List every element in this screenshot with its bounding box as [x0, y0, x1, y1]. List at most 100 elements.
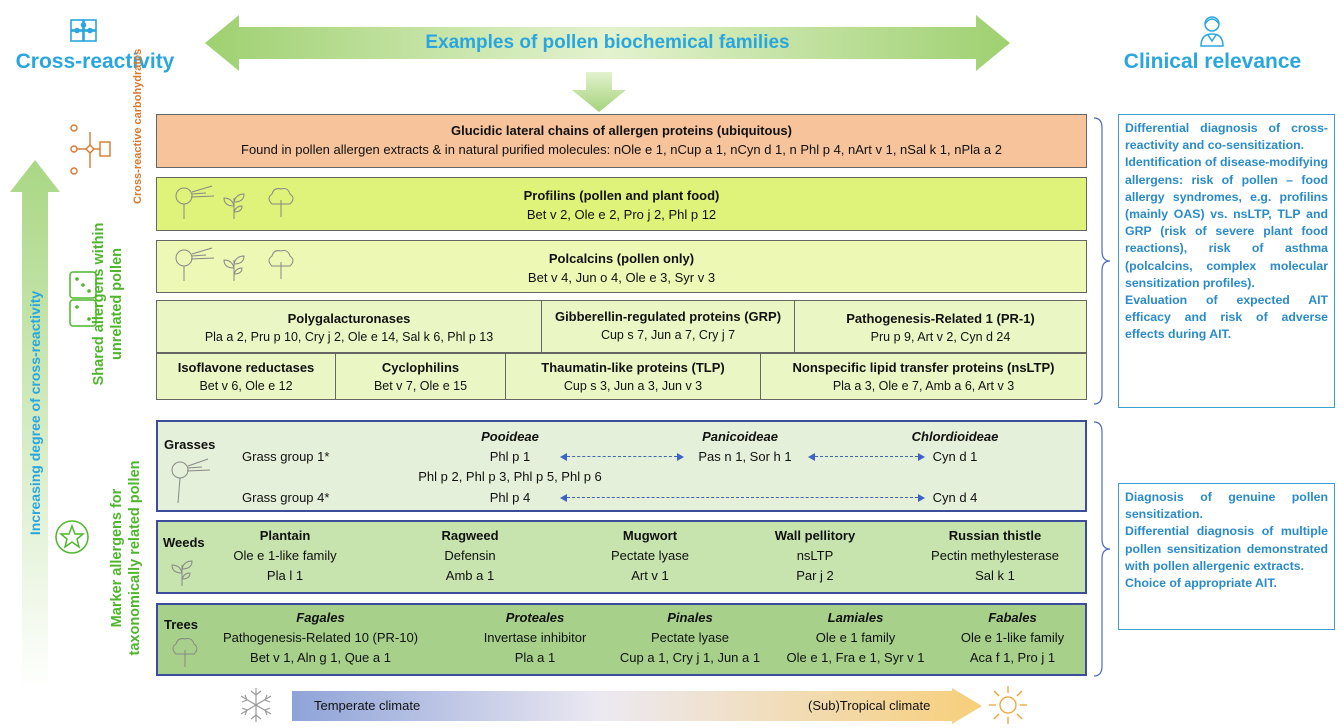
weed-allergen: Art v 1 — [631, 568, 669, 583]
dice-icon — [68, 270, 98, 328]
marker-section-label-2: taxonomically related pollen — [127, 460, 143, 656]
climate-left-label: Temperate climate — [314, 698, 421, 713]
polygalacturonases-cell: Polygalacturonases Pla a 2, Pru p 10, Cr… — [156, 300, 542, 353]
weed-family: Defensin — [444, 548, 496, 563]
climate-right-label: (Sub)Tropical climate — [808, 698, 931, 713]
cyclophilins-cell: Cyclophilins Bet v 7, Ole e 15 — [335, 353, 506, 400]
polcalcins-title: Polcalcins (pollen only) — [548, 251, 695, 266]
arrow-right — [918, 453, 925, 461]
cyn-d1: Cyn d 1 — [932, 449, 978, 464]
polcalcins-text: Bet v 4, Jun o 4, Ole e 3, Syr v 3 — [527, 270, 716, 285]
profilins-text: Bet v 2, Ole e 2, Pro j 2, Phl p 12 — [526, 207, 717, 222]
tree-col-fagales: Fagales Pathogenesis-Related 10 (PR-10) … — [208, 609, 433, 666]
tree-order: Pinales — [667, 610, 713, 625]
clinical-item: Diagnosis of genuine pollen sensitizatio… — [1125, 490, 1328, 522]
weed-allergen: Amb a 1 — [445, 568, 495, 583]
dandelion-icon — [168, 456, 212, 504]
tree-allergen: Cup a 1, Cry j 1, Jun a 1 — [619, 650, 761, 665]
polygal-title: Polygalacturonases — [287, 311, 411, 326]
nsltp-cell: Nonspecific lipid transfer proteins (nsL… — [760, 353, 1087, 400]
tree-family: Invertase inhibitor — [483, 630, 587, 645]
clinical-item: Choice of appropriate AIT. — [1125, 576, 1277, 591]
weed-allergen: Pla l 1 — [266, 568, 304, 583]
carb-row: Glucidic lateral chains of allergen prot… — [156, 114, 1087, 168]
sun-icon — [988, 684, 1028, 726]
grasses-label: Grasses — [164, 437, 216, 452]
weed-name: Wall pellitory — [774, 528, 856, 543]
down-arrow — [572, 72, 626, 112]
tree-family: Pectate lyase — [650, 630, 730, 645]
marker-section-label-1: Marker allergens for — [109, 488, 125, 628]
polygal-text: Pla a 2, Pru p 10, Cry j 2, Ole e 14, Sa… — [204, 330, 494, 344]
tree-allergen: Ole e 1, Fra e 1, Syr v 1 — [786, 650, 925, 665]
tlp-title: Thaumatin-like proteins (TLP) — [541, 360, 725, 375]
climate-arrow — [292, 688, 982, 724]
arrow-left — [808, 453, 815, 461]
puzzle-icon — [68, 16, 100, 46]
pr1-cell: Pathogenesis-Related 1 (PR-1) Pru p 9, A… — [794, 300, 1087, 353]
brace-top — [1092, 116, 1112, 406]
tree-col-pinales: Pinales Pectate lyase Cup a 1, Cry j 1, … — [605, 609, 775, 666]
weed-col-mugwort: Mugwort Pectate lyase Art v 1 — [575, 527, 725, 584]
sprout-icon — [222, 188, 246, 220]
weed-allergen: Sal k 1 — [975, 568, 1015, 583]
grass-group4-label: Grass group 4* — [242, 490, 330, 505]
pas-sor: Pas n 1, Sor h 1 — [698, 449, 792, 464]
arrow-left — [560, 453, 567, 461]
doctor-icon — [1199, 14, 1225, 48]
clinical-item: Evaluation of expected AIT efficacy and … — [1125, 293, 1328, 342]
tree-family: Ole e 1-like family — [960, 630, 1065, 645]
phl-p1: Phl p 1 — [489, 449, 531, 464]
molecule-icon — [66, 122, 114, 178]
snowflake-icon — [238, 686, 274, 724]
isoflavone-title: Isoflavone reductases — [177, 360, 315, 375]
phl-mid: Phl p 2, Phl p 3, Phl p 5, Phl p 6 — [418, 469, 602, 484]
tlp-text: Cup s 3, Jun a 3, Jun v 3 — [563, 379, 703, 393]
sprout-icon — [170, 555, 194, 587]
grasses-box — [156, 420, 1087, 512]
dandelion-icon — [172, 246, 216, 282]
grp-text: Cup s 7, Jun a 7, Cry j 7 — [600, 328, 736, 342]
weed-allergen: Par j 2 — [796, 568, 834, 583]
weed-col-russian-thistle: Russian thistle Pectin methylesterase Sa… — [905, 527, 1085, 584]
weed-name: Ragweed — [441, 528, 499, 543]
double-arrow-top — [205, 15, 1010, 71]
weed-name: Plantain — [259, 528, 311, 543]
grass-group1-label: Grass group 1* — [242, 449, 330, 464]
tree-family: Pathogenesis-Related 10 (PR-10) — [222, 630, 419, 645]
clinical-item: Differential diagnosis of cross-reactivi… — [1125, 121, 1328, 153]
tree-order: Proteales — [505, 610, 565, 625]
tree-col-fabales: Fabales Ole e 1-like family Aca f 1, Pro… — [940, 609, 1085, 666]
trees-label: Trees — [164, 617, 198, 632]
polcalcins-row: Polcalcins (pollen only) Bet v 4, Jun o … — [156, 240, 1087, 293]
phl-p4: Phl p 4 — [489, 490, 531, 505]
star-icon — [54, 519, 90, 555]
sprout-icon — [222, 250, 246, 282]
weed-family: Pectin methylesterase — [931, 548, 1059, 563]
pr1-text: Pru p 9, Art v 2, Cyn d 24 — [870, 330, 1011, 344]
cyclophilins-title: Cyclophilins — [381, 360, 460, 375]
isoflavone-text: Bet v 6, Ole e 12 — [199, 379, 293, 393]
clinical-item: Differential diagnosis of multiple polle… — [1125, 524, 1328, 573]
weed-name: Russian thistle — [948, 528, 1042, 543]
dashed-line — [567, 456, 677, 457]
trees-box — [156, 603, 1087, 676]
isoflavone-cell: Isoflavone reductases Bet v 6, Ole e 12 — [156, 353, 336, 400]
weed-col-wall-pellitory: Wall pellitory nsLTP Par j 2 — [735, 527, 895, 584]
arrow-right — [677, 453, 684, 461]
weed-family: nsLTP — [796, 548, 834, 563]
tree-allergen: Aca f 1, Pro j 1 — [969, 650, 1056, 665]
nsltp-title: Nonspecific lipid transfer proteins (nsL… — [792, 360, 1055, 375]
profilins-row: Profilins (pollen and plant food) Bet v … — [156, 177, 1087, 231]
clinical-item: Identification of disease-modifying alle… — [1125, 155, 1328, 290]
tree-family: Ole e 1 family — [815, 630, 896, 645]
dashed-line — [815, 456, 918, 457]
weed-family: Pectate lyase — [610, 548, 690, 563]
center-title: Examples of pollen biochemical families — [425, 32, 790, 53]
tree-order: Fagales — [296, 610, 345, 625]
cyn-d4: Cyn d 4 — [932, 490, 978, 505]
tree-allergen: Bet v 1, Aln g 1, Que a 1 — [250, 650, 391, 665]
arrow-right — [918, 494, 925, 502]
panicoideae-label: Panicoideae — [702, 429, 778, 444]
cyclophilins-text: Bet v 7, Ole e 15 — [373, 379, 468, 393]
